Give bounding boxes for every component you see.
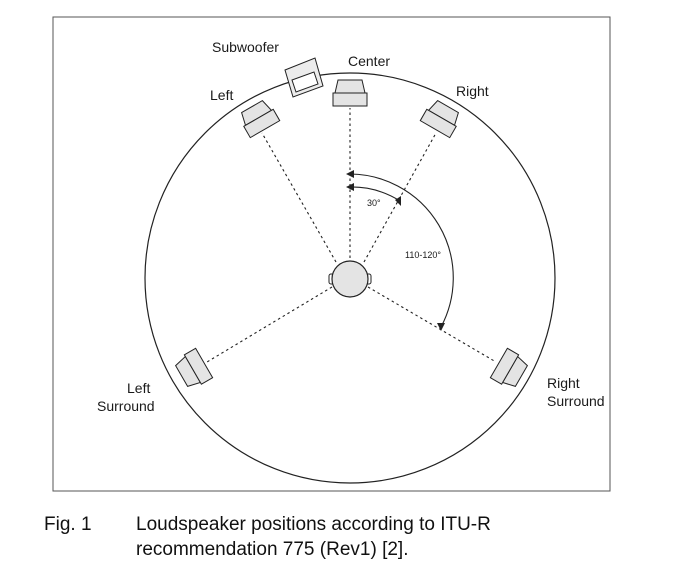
surround-angle-label: 110-120° <box>405 250 441 260</box>
left-speaker <box>236 97 281 139</box>
surround-angle-arc <box>349 173 454 328</box>
front-angle-label: 30° <box>367 198 381 208</box>
right-surround-label-line1: Right <box>547 375 580 391</box>
right-label: Right <box>456 83 489 99</box>
subwoofer-speaker <box>284 57 324 98</box>
speaker-layout-diagram: Subwoofer Center Left Right Left Surroun… <box>52 16 611 492</box>
right-speaker <box>419 97 464 139</box>
center-label: Center <box>348 53 390 69</box>
listening-circle <box>144 72 556 484</box>
right-surround-label-line2: Surround <box>547 393 605 409</box>
listener-head <box>328 260 372 298</box>
subwoofer-label: Subwoofer <box>212 39 279 55</box>
caption-number: Fig. 1 <box>44 514 92 535</box>
figure-frame <box>52 16 611 492</box>
left-surround-speaker <box>172 347 214 392</box>
right-surround-speaker <box>489 347 531 392</box>
center-speaker <box>332 79 368 107</box>
left-label: Left <box>210 87 233 103</box>
left-surround-label-line2: Surround <box>97 398 155 414</box>
caption-text: Loudspeaker positions according to ITU-R… <box>136 514 491 560</box>
left-surround-label-line1: Left <box>127 380 150 396</box>
speaker-guide-lines <box>206 108 497 363</box>
angle-arrowheads <box>346 170 445 331</box>
